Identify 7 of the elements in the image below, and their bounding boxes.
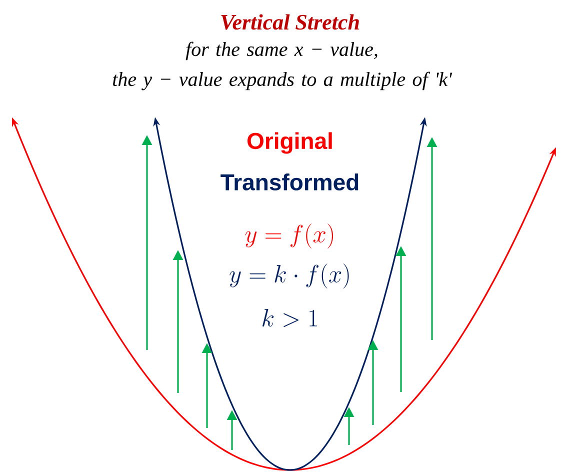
subtitle: for the same x − value, the y − value expands to a multiple of 'k' xyxy=(113,42,452,90)
legend-text: Original xyxy=(248,132,332,154)
equation: $k > 1$ xyxy=(262,309,317,327)
legend-text: Transformed xyxy=(220,174,358,190)
title: Vertical Stretch xyxy=(221,14,359,30)
equation: $y = k \cdot f(x)$ xyxy=(230,264,349,288)
equation: $y = f(x)$ xyxy=(245,224,334,248)
